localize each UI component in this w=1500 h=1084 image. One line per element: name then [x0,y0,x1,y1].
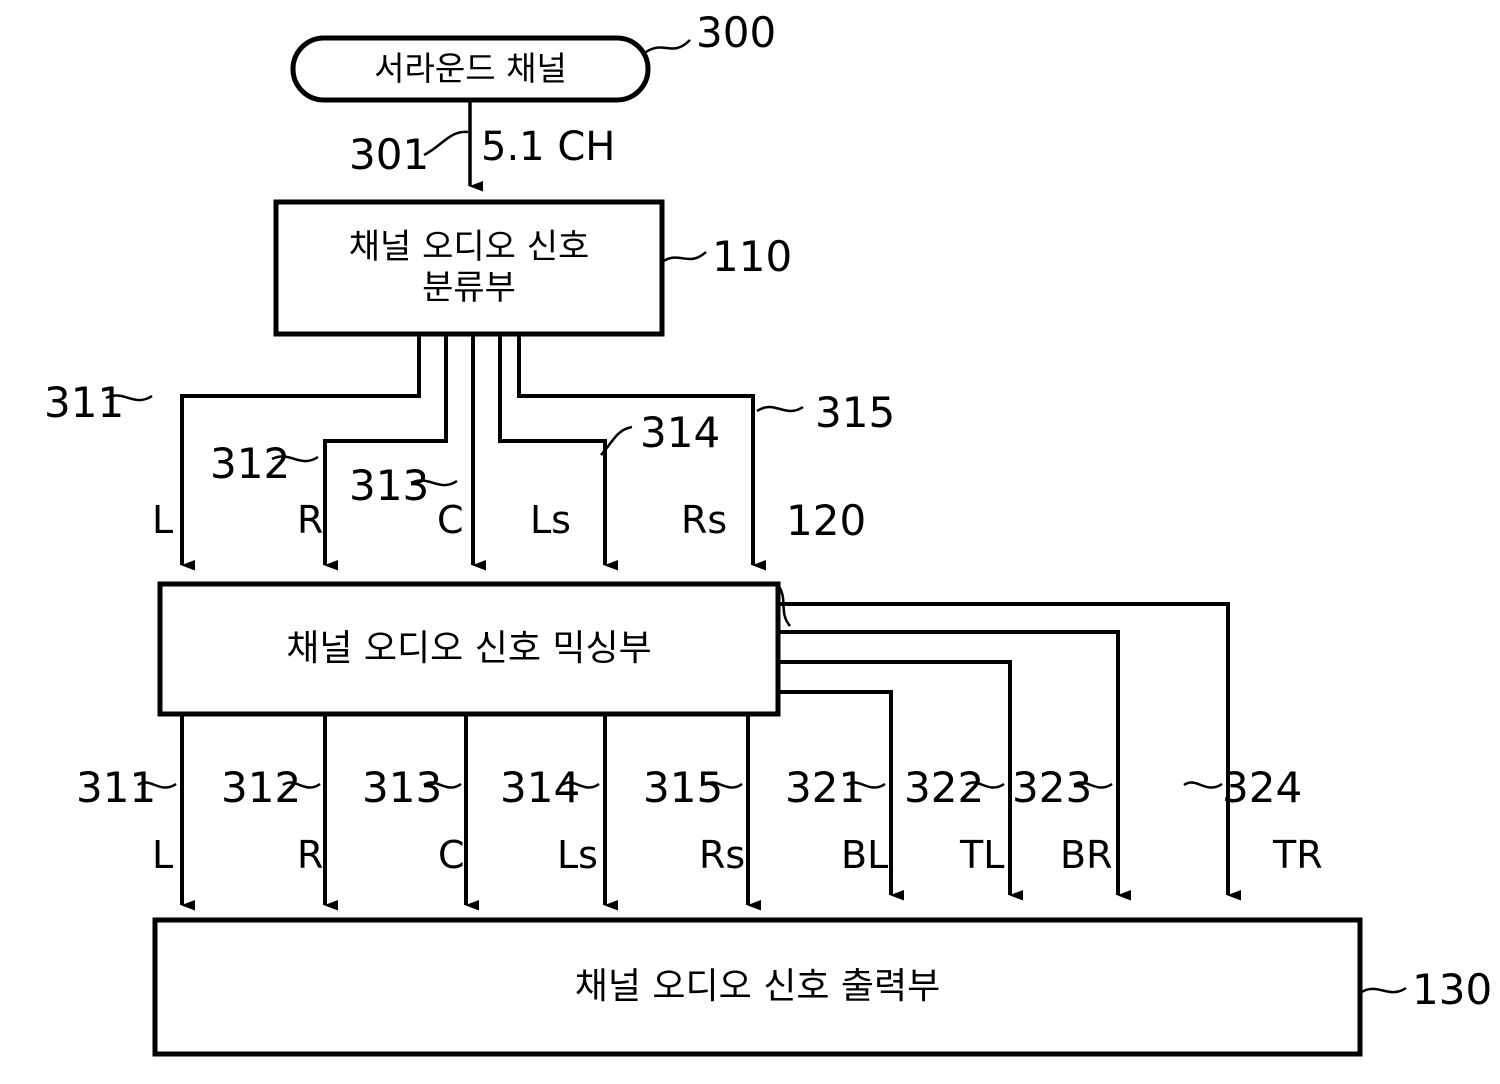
channel-label-c-lower: C [438,833,465,877]
leader-321 [846,781,886,789]
ref-324: 324 [1222,763,1303,812]
ref-313-lower: 313 [362,763,443,812]
channel-label-r-upper: R [297,498,324,542]
ref-323: 323 [1012,763,1093,812]
leader-312-lower [282,781,321,789]
wire-322 [778,660,1023,901]
wire-324 [778,602,1241,901]
channel-label-tr: TR [1273,833,1323,877]
leader-315-lower [704,781,743,789]
ref-311-lower: 311 [76,763,157,812]
channel-label-ls-lower: Ls [557,833,598,877]
ref-322: 322 [904,763,985,812]
leader-314-upper [600,425,633,456]
channel-label-tl: TL [960,833,1005,877]
channel-label-ls-upper: Ls [530,498,571,542]
ref-314-upper: 314 [640,408,721,457]
ref-321: 321 [785,763,866,812]
channel-label-r-lower: R [297,833,324,877]
ref-312-lower: 312 [221,763,302,812]
leader-311-upper [105,394,153,402]
leader-110 [661,251,707,264]
ref-130: 130 [1412,965,1493,1014]
leader-315-upper [756,405,804,413]
wire-311 [180,334,421,571]
wire-323 [778,630,1131,901]
wire-321 [778,690,904,901]
source-node-shape [290,35,651,103]
ref-312-upper: 312 [210,439,291,488]
leader-301 [423,130,469,157]
block-120-shape [157,581,781,717]
channel-label-l-upper: L [152,498,174,542]
ref-315-upper: 315 [815,388,896,437]
block-130-shape [152,917,1363,1057]
leader-313-upper [410,479,458,487]
leader-300 [645,39,691,54]
wire-315 [517,334,766,571]
wire-312 [323,334,448,571]
leader-314-lower [561,781,600,789]
channel-label-bl: BL [841,833,889,877]
label-5-1-ch: 5.1 CH [481,124,616,170]
wire-314 [498,334,618,571]
channel-label-l-lower: L [152,833,174,877]
ref-315-lower: 315 [643,763,724,812]
leader-323 [1073,781,1113,789]
ref-311-upper: 311 [44,378,125,427]
leader-130 [1359,986,1407,995]
leader-311-lower [137,781,177,789]
channel-label-rs-upper: Rs [681,498,728,542]
ref-314-lower: 314 [500,763,581,812]
ref-300: 300 [696,8,777,57]
channel-label-br: BR [1060,833,1113,877]
leader-322 [965,781,1005,789]
leader-313-lower [423,781,462,789]
ref-301: 301 [349,130,430,179]
leader-312-upper [271,455,319,463]
block-110-shape [273,199,665,337]
ref-313-upper: 313 [349,461,430,510]
ref-110: 110 [712,232,793,281]
channel-label-rs-lower: Rs [699,833,746,877]
channel-label-c-upper: C [437,498,464,542]
ref-120: 120 [786,496,867,545]
leader-324 [1183,781,1223,789]
